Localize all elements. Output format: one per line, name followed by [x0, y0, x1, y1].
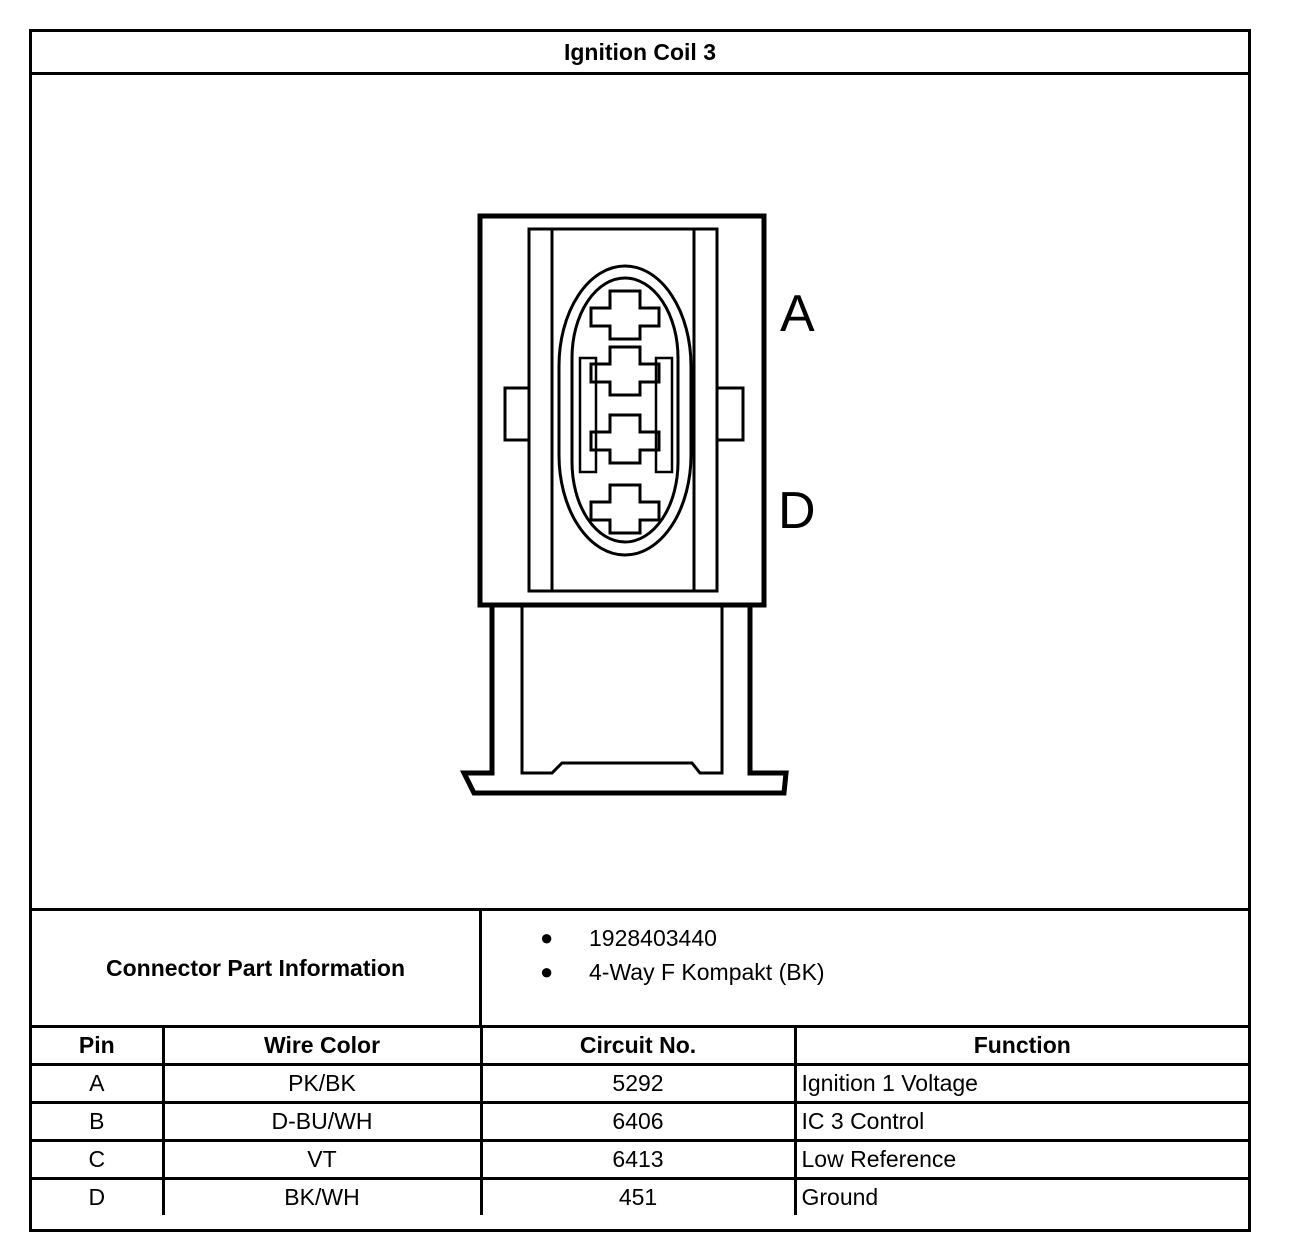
pin-table: Pin Wire Color Circuit No. Function A PK…: [32, 1025, 1248, 1215]
list-item: ●4-Way F Kompakt (BK): [482, 955, 1248, 989]
bullet-icon: ●: [540, 925, 554, 950]
cell-wire-color: PK/BK: [161, 1063, 483, 1104]
header-function: Function: [793, 1025, 1248, 1066]
cavity-b: [589, 345, 661, 397]
cell-wire-color: BK/WH: [161, 1177, 483, 1215]
left-latch: [503, 386, 531, 442]
cell-circuit: 6406: [479, 1101, 797, 1142]
cell-function: Ignition 1 Voltage: [793, 1063, 1248, 1104]
connector-part-info: Connector Part Information ●1928403440 ●…: [32, 908, 1248, 1025]
inner-frame: [527, 227, 719, 593]
cavity-a: [589, 289, 661, 341]
base-lock: [459, 604, 789, 796]
cell-pin: A: [32, 1063, 165, 1104]
cell-function: Low Reference: [793, 1139, 1248, 1180]
connector-diagram: A D: [32, 75, 1248, 910]
cavity-d: [589, 483, 661, 535]
connector-info-label: Connector Part Information: [32, 911, 482, 1025]
cell-function: IC 3 Control: [793, 1101, 1248, 1142]
cell-pin: B: [32, 1101, 165, 1142]
housing-outline: [477, 213, 767, 608]
cell-wire-color: D-BU/WH: [161, 1101, 483, 1142]
table-row: D BK/WH 451 Ground: [32, 1177, 1248, 1215]
table-header-row: Pin Wire Color Circuit No. Function: [32, 1025, 1248, 1066]
page-title: Ignition Coil 3: [32, 32, 1248, 75]
header-wire-color: Wire Color: [161, 1025, 483, 1066]
table-row: C VT 6413 Low Reference: [32, 1139, 1248, 1180]
connector-info-list: ●1928403440 ●4-Way F Kompakt (BK): [482, 911, 1248, 1025]
connector-face-drawing: A D: [459, 213, 816, 796]
cell-pin: D: [32, 1177, 165, 1215]
cell-pin: C: [32, 1139, 165, 1180]
header-pin: Pin: [32, 1025, 165, 1066]
outer-seal: [557, 264, 693, 557]
inner-seal: [570, 276, 680, 544]
cavity-c: [589, 413, 661, 465]
right-latch: [715, 386, 745, 442]
pin-label-d: D: [778, 482, 816, 540]
cell-circuit: 5292: [479, 1063, 797, 1104]
cell-function: Ground: [793, 1177, 1248, 1215]
cell-wire-color: VT: [161, 1139, 483, 1180]
table-row: B D-BU/WH 6406 IC 3 Control: [32, 1101, 1248, 1142]
connector-sheet: Ignition Coil 3: [29, 29, 1251, 1232]
table-row: A PK/BK 5292 Ignition 1 Voltage: [32, 1063, 1248, 1104]
list-item: ●1928403440: [482, 921, 1248, 955]
header-circuit: Circuit No.: [479, 1025, 797, 1066]
bullet-icon: ●: [540, 959, 554, 984]
cell-circuit: 451: [479, 1177, 797, 1215]
cell-circuit: 6413: [479, 1139, 797, 1180]
pin-label-a: A: [780, 285, 815, 343]
